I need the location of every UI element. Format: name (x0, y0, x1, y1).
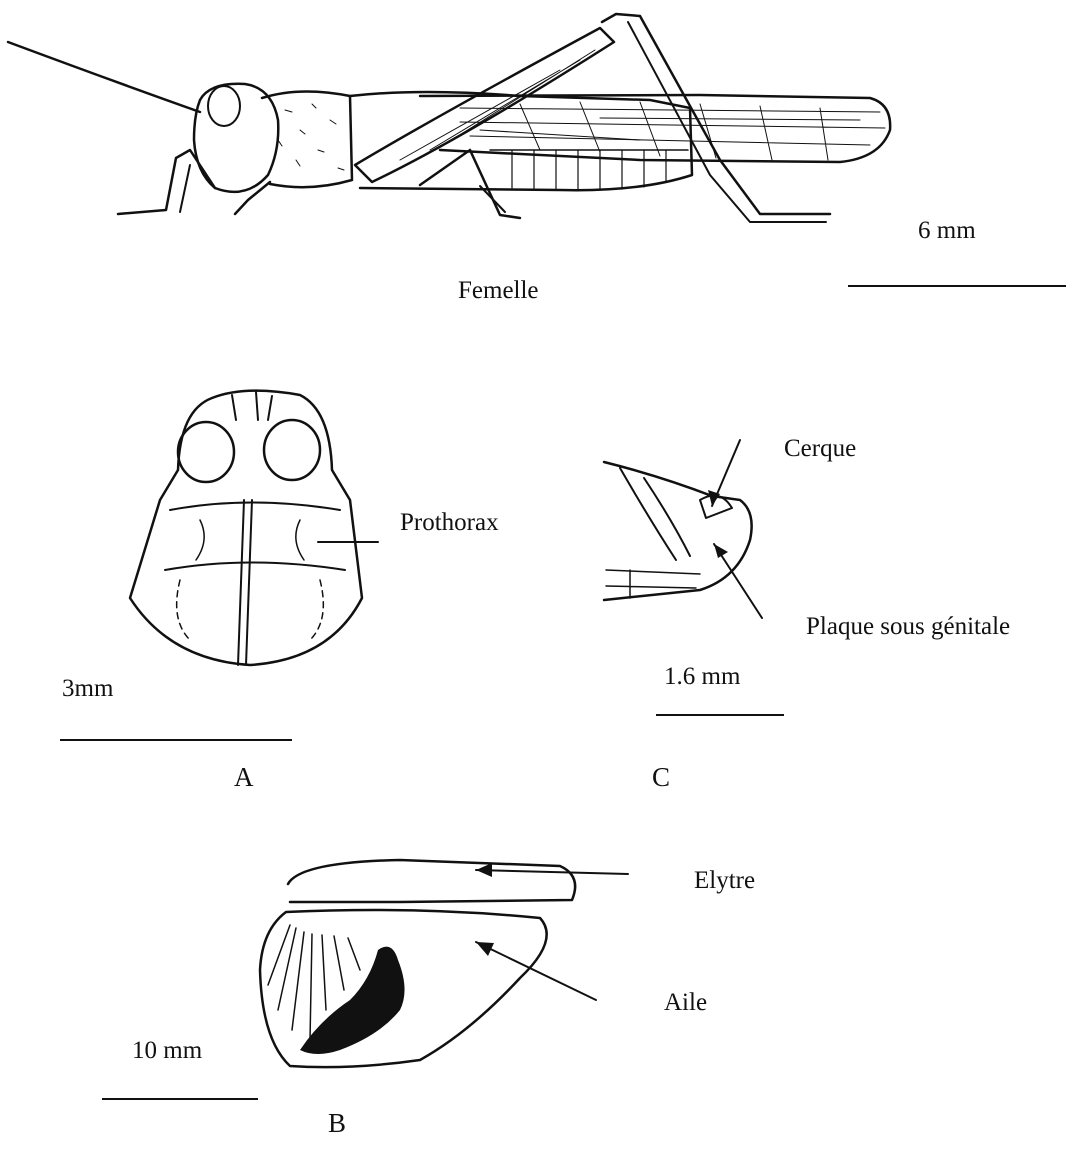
scale-label-c: 1.6 mm (664, 664, 740, 689)
label-plaque: Plaque sous génitale (806, 614, 1010, 639)
scale-label-a: 3mm (62, 676, 113, 701)
panel-a-head-prothorax (130, 391, 378, 665)
label-cerque: Cerque (784, 436, 856, 461)
scale-bar-c (656, 714, 784, 716)
panel-letter-a: A (234, 764, 254, 791)
scale-bar-main (848, 285, 1066, 287)
scale-label-main: 6 mm (918, 218, 976, 243)
panel-c-abdomen-tip (604, 440, 762, 618)
scale-bar-b (102, 1098, 258, 1100)
scale-label-b: 10 mm (132, 1038, 202, 1063)
label-prothorax: Prothorax (400, 510, 499, 535)
label-female: Femelle (458, 278, 539, 303)
panel-letter-c: C (652, 764, 670, 791)
label-aile: Aile (664, 990, 707, 1015)
grasshopper-lateral-view (8, 14, 890, 222)
panel-b-wings (260, 860, 628, 1067)
scale-bar-a (60, 739, 292, 741)
panel-letter-b: B (328, 1110, 346, 1137)
label-elytre: Elytre (694, 868, 755, 893)
